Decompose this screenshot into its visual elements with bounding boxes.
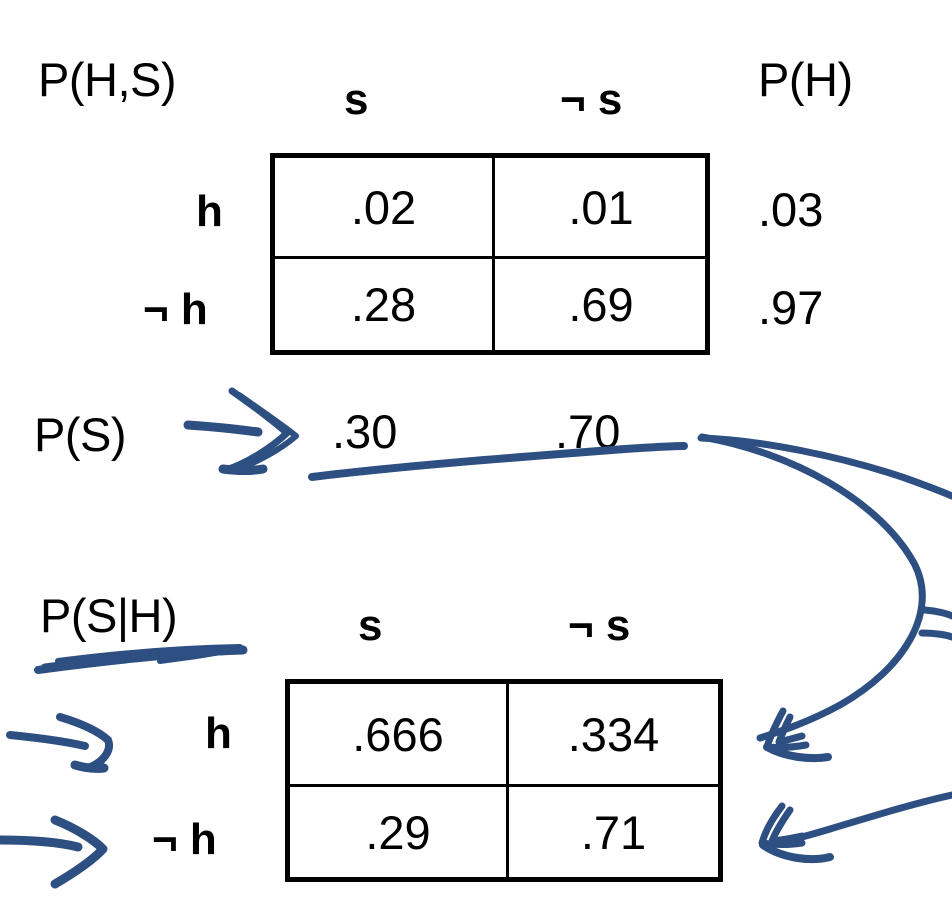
arrow-to-ps-icon <box>183 387 299 475</box>
joint-column-header-not-s: ¬ s <box>560 75 623 124</box>
conditional-cell-h-not-s: .334 <box>567 707 660 761</box>
conditional-table-column-divider <box>506 684 509 877</box>
conditional-table-title: P(S|H) <box>40 589 178 642</box>
marginal-value-not-s: .70 <box>555 405 621 458</box>
joint-table-column-divider <box>492 158 495 350</box>
conditional-cell-h-s: .666 <box>352 707 444 761</box>
marginal-row-title: P(S) <box>34 408 127 461</box>
joint-column-header-s: s <box>344 75 369 124</box>
joint-cell-not-h-not-s: .69 <box>568 278 634 331</box>
conditional-row-header-not-h: ¬ h <box>152 815 217 864</box>
joint-probability-table: .02 .01 .28 .69 <box>270 153 710 355</box>
equals-mark-icon <box>918 606 952 641</box>
conditional-table-row-divider <box>290 784 718 787</box>
conditional-probability-table: .666 .334 .29 .71 <box>285 679 723 882</box>
joint-margin-title: P(H) <box>758 53 853 106</box>
arrow-to-row-not-h-icon <box>0 815 108 889</box>
joint-cell-h-not-s: .01 <box>568 180 634 234</box>
conditional-cell-not-h-not-s: .71 <box>580 805 647 859</box>
conditional-column-header-s: s <box>358 601 383 650</box>
joint-cell-h-s: .02 <box>350 180 417 234</box>
conditional-row-header-h: h <box>205 709 232 758</box>
arrow-to-row-h-icon <box>6 713 113 773</box>
marginal-value-s: .30 <box>332 405 398 458</box>
conditional-column-header-not-s: ¬ s <box>568 601 631 650</box>
curve-top-icon <box>697 434 952 500</box>
joint-table-title: P(H,S) <box>38 53 177 106</box>
joint-cell-not-h-s: .28 <box>350 278 417 331</box>
curve-to-cell-71-icon <box>758 791 952 863</box>
joint-row-header-not-h: ¬ h <box>143 285 208 334</box>
joint-margin-not-h: .97 <box>758 281 824 334</box>
curve-to-cell-334-icon <box>698 433 926 763</box>
conditional-cell-not-h-s: .29 <box>365 805 431 859</box>
underline-conditional-title-icon <box>34 644 248 674</box>
joint-margin-h: .03 <box>758 183 824 236</box>
joint-row-header-h: h <box>196 187 223 236</box>
joint-table-row-divider <box>275 256 705 259</box>
